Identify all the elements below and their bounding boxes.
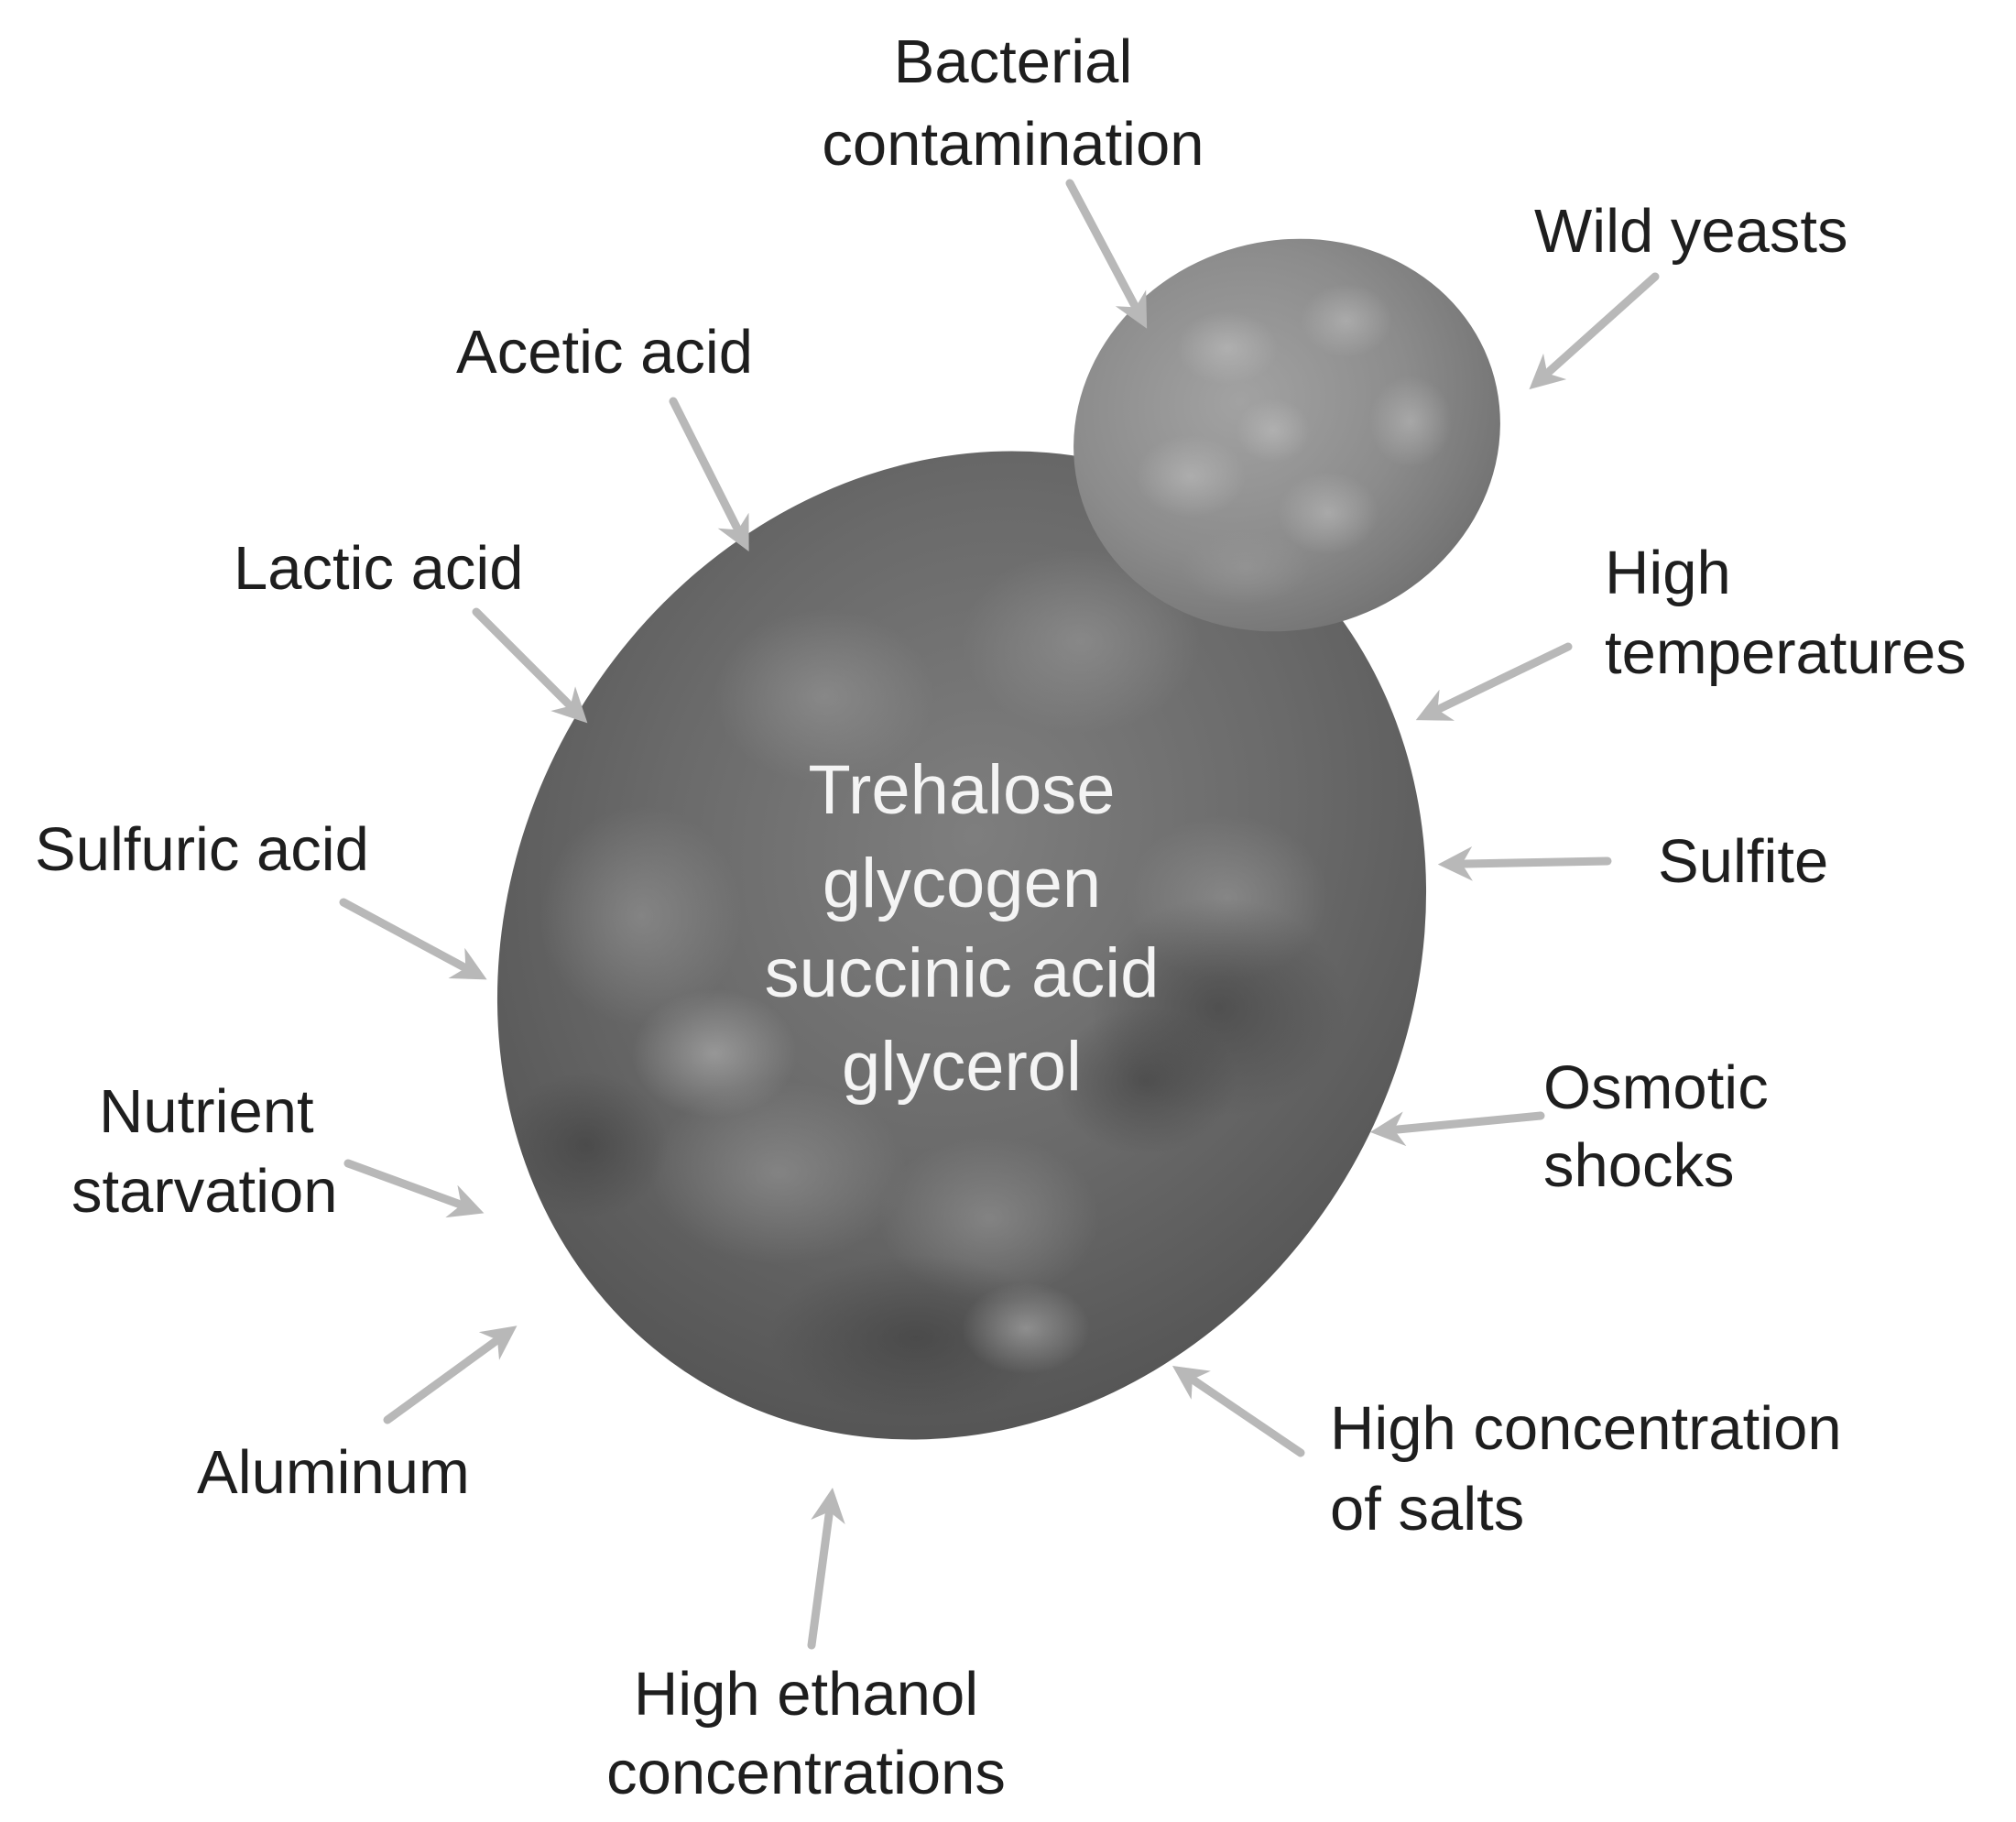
bud-cell <box>1073 238 1500 632</box>
label-bacterial-contamination-line1: Bacterial <box>894 27 1133 96</box>
label-wild-yeasts: Wild yeasts <box>1534 197 1848 266</box>
arrow-bacterial-contamination <box>1065 179 1148 329</box>
label-bacterial-contamination-line2: contamination <box>822 110 1204 179</box>
label-high-ethanol-concentrations-line2: concentrations <box>606 1739 1006 1807</box>
label-nutrient-starvation-line1: Nutrient <box>99 1077 314 1146</box>
cell-content-succinic-acid: succinic acid <box>765 934 1160 1012</box>
cell-content-glycerol: glycerol <box>842 1028 1082 1106</box>
arrow-sulfuric-acid <box>339 898 487 980</box>
arrow-high-ethanol-concentrations <box>807 1488 845 1650</box>
stress-arrows <box>339 179 1660 1650</box>
arrow-aluminum <box>383 1326 518 1424</box>
label-acetic-acid: Acetic acid <box>456 318 753 387</box>
arrow-wild-yeasts <box>1529 272 1660 390</box>
label-aluminum: Aluminum <box>197 1438 470 1507</box>
stressor-labels: Bacterial contamination Wild yeasts Acet… <box>35 27 1967 1807</box>
label-osmotic-shocks-line2: shocks <box>1543 1131 1735 1200</box>
label-high-temperatures-line1: High <box>1605 539 1731 607</box>
label-nutrient-starvation-line2: starvation <box>71 1157 337 1226</box>
arrow-acetic-acid <box>669 397 749 552</box>
arrow-sulfite <box>1437 846 1612 881</box>
label-lactic-acid: Lactic acid <box>234 534 524 603</box>
label-sulfuric-acid: Sulfuric acid <box>35 815 369 884</box>
label-high-ethanol-concentrations-line1: High ethanol <box>634 1660 978 1729</box>
arrow-nutrient-starvation <box>343 1159 485 1218</box>
arrow-high-temperatures <box>1415 642 1573 721</box>
label-high-temperatures-line2: temperatures <box>1605 618 1967 687</box>
label-sulfite: Sulfite <box>1658 827 1828 896</box>
cell-content-glycogen: glycogen <box>823 845 1101 922</box>
arrow-high-concentration-of-salts <box>1171 1366 1305 1457</box>
cell-contents: Trehalose glycogen succinic acid glycero… <box>765 751 1160 1106</box>
label-high-concentration-of-salts-line2: of salts <box>1330 1475 1524 1544</box>
cell-content-trehalose: Trehalose <box>808 751 1115 829</box>
arrow-osmotic-shocks <box>1369 1111 1545 1147</box>
label-osmotic-shocks-line1: Osmotic <box>1543 1053 1769 1122</box>
arrow-lactic-acid <box>472 607 588 724</box>
mother-cell <box>496 451 1427 1440</box>
label-high-concentration-of-salts-line1: High concentration <box>1330 1394 1842 1463</box>
